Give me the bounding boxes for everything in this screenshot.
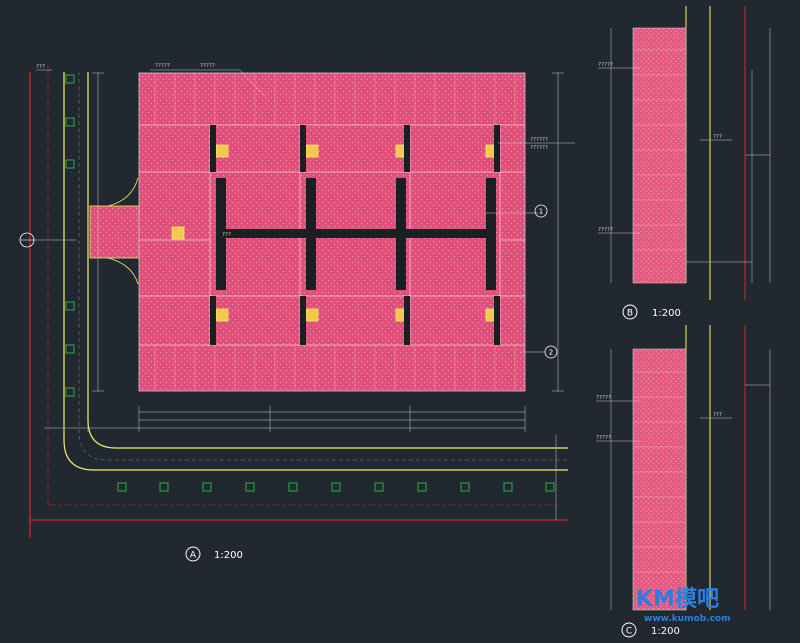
section-c-paving — [632, 348, 687, 611]
label-b-1: ????? — [598, 62, 613, 68]
label-top-left: ??? — [36, 64, 45, 70]
paving-stripes-bottom — [154, 345, 516, 391]
svg-text:1:200: 1:200 — [652, 308, 681, 319]
view-title-a: A 1:200 — [185, 546, 243, 562]
label-plan-center: ??? — [222, 232, 231, 238]
label-plan-right-1: ?????? — [530, 137, 548, 143]
label-c-3: ??? — [713, 412, 722, 418]
label-b-3: ??? — [713, 134, 722, 140]
view-title-c: C 1:200 — [621, 622, 680, 638]
plan-a: ??? ????? ????? ?????? ?????? ??? 1 2 A … — [19, 63, 575, 562]
north-arrow-marker — [19, 232, 35, 248]
label-plan-top-1: ????? — [155, 63, 170, 69]
svg-text:1: 1 — [539, 208, 543, 216]
view-title-b: B 1:200 — [622, 304, 681, 320]
inner-walkway — [216, 178, 496, 290]
svg-text:2: 2 — [549, 349, 553, 357]
svg-text:C: C — [626, 627, 632, 637]
label-b-2: ????? — [598, 227, 613, 233]
tree-planters-bottom — [117, 482, 555, 492]
svg-text:1:200: 1:200 — [651, 626, 680, 637]
section-b-paving — [632, 27, 687, 284]
section-marker-1: 1 — [534, 204, 548, 218]
plaza-planters — [171, 144, 499, 322]
svg-text:A: A — [190, 551, 197, 561]
svg-text:KM模吧: KM模吧 — [636, 587, 719, 612]
label-plan-right-2: ?????? — [530, 145, 548, 151]
svg-text:www.kumob.com: www.kumob.com — [644, 614, 731, 624]
svg-text:B: B — [627, 309, 633, 319]
paving-stripes-top — [154, 73, 516, 125]
section-c: ????? ????? ??? C 1:200 — [596, 325, 771, 638]
road-curb-outer — [63, 72, 568, 471]
road-curb-inner — [87, 72, 568, 449]
label-c-1: ????? — [596, 395, 611, 401]
dimension-lines — [44, 72, 564, 520]
section-b: ????? ????? ??? B 1:200 — [598, 6, 771, 320]
label-plan-top-2: ????? — [200, 63, 215, 69]
section-marker-2: 2 — [544, 345, 558, 359]
label-c-2: ????? — [596, 435, 611, 441]
tree-planters-left — [65, 74, 75, 397]
entrance-paving — [89, 205, 141, 259]
watermark-logo: KM模吧 www.kumob.com — [636, 587, 731, 624]
svg-text:1:200: 1:200 — [214, 550, 243, 561]
